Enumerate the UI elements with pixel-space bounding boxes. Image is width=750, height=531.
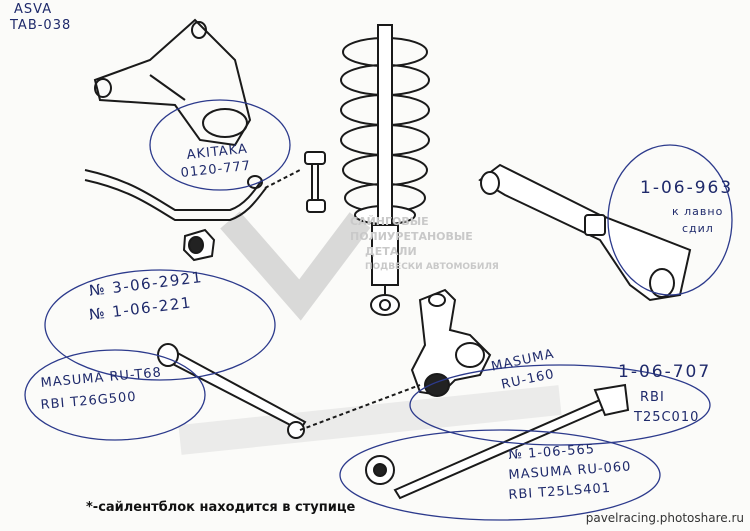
watermark-line-2: ПОЛИУРЕТАНОВЫЕ xyxy=(350,230,473,243)
watermark-line-4: ПОДВЕСКИ АВТОМОБИЛЯ xyxy=(365,262,499,272)
watermark-line-3: ДЕТАЛИ xyxy=(365,245,417,258)
label-sdil: сдил xyxy=(682,222,714,235)
coil-spring-shock xyxy=(340,24,430,316)
watermark-line-1: САЙНГОВЫЕ xyxy=(350,215,429,228)
label-asva-code: TAB-038 xyxy=(10,18,72,33)
lower-link-right xyxy=(365,383,630,500)
label-1-06-963: 1-06-963 xyxy=(640,178,734,198)
lower-arm-right xyxy=(478,163,692,302)
upper-control-arm xyxy=(93,18,252,147)
stabilizer-link xyxy=(264,151,326,213)
photo-credit: pavelracing.photoshare.ru xyxy=(585,511,744,525)
label-asva: ASVA xyxy=(14,2,53,17)
label-1-06-707: 1-06-707 xyxy=(618,362,712,382)
watermark-logo xyxy=(178,211,562,455)
footnote-caption: *-сайлентблок находится в ступице xyxy=(86,500,356,515)
rear-knuckle xyxy=(410,288,492,397)
label-rbi-t25c010: RBI xyxy=(640,390,665,405)
label-klavno: к лавно xyxy=(672,205,724,218)
label-rbi-t25c010-code: T25C010 xyxy=(634,410,700,425)
stabilizer-bar xyxy=(84,169,267,221)
stabilizer-bush xyxy=(182,228,216,262)
handwritten-circles xyxy=(24,99,733,521)
